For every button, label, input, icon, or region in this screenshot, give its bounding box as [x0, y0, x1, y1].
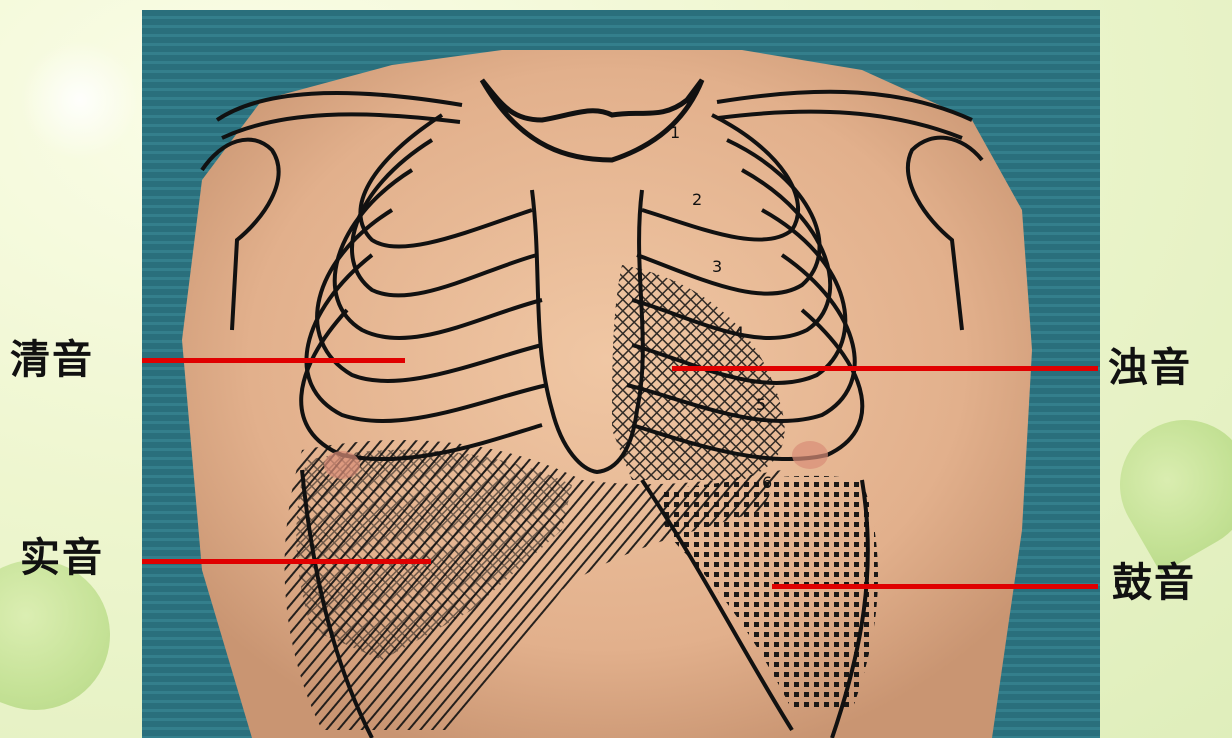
rib-number: 1 [670, 123, 680, 142]
pointer-line-clear [142, 358, 405, 363]
right-nipple [792, 441, 828, 469]
rib-number: 2 [692, 190, 702, 209]
pointer-line-dull [672, 366, 1098, 371]
left-nipple [324, 451, 360, 479]
rib-number: 4 [734, 323, 744, 342]
pointer-line-tympanic [772, 584, 1098, 589]
rib-number: 5 [756, 395, 766, 414]
label-clear-note: 清音 [10, 340, 94, 380]
label-tympanic-note: 鼓音 [1112, 563, 1196, 603]
rib-number: 3 [712, 257, 722, 276]
chest-diagram: 1 2 3 4 5 6 [142, 10, 1100, 738]
background-glow [20, 40, 140, 160]
rib-number: 6 [762, 473, 772, 492]
chest-percussion-illustration: 1 2 3 4 5 6 [142, 10, 1100, 738]
pointer-line-flat [142, 559, 431, 564]
label-flat-note: 实音 [20, 538, 104, 578]
background-leaf [1096, 396, 1232, 574]
label-dull-note: 浊音 [1108, 348, 1192, 388]
